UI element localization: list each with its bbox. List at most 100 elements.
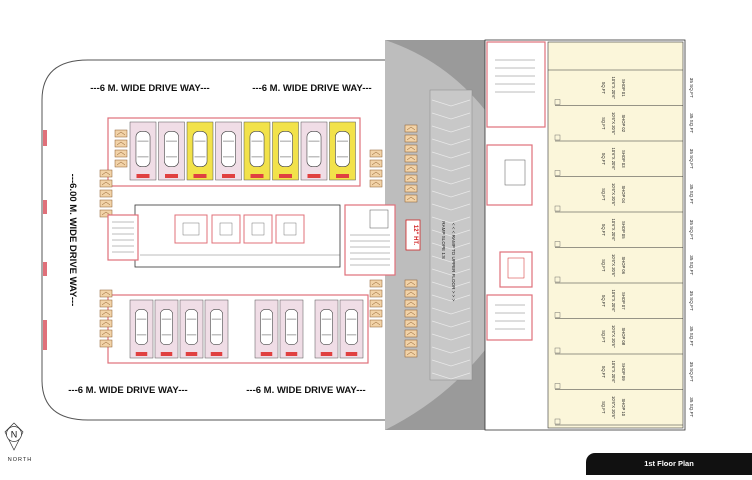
shop-area: SQ.FT — [601, 224, 606, 237]
stall-marker — [320, 352, 333, 356]
bike-parking-icon — [404, 164, 418, 173]
core-room — [243, 214, 273, 244]
stall-marker — [250, 174, 264, 178]
shop-area: SQ.FT — [601, 188, 606, 201]
shop-area: SQ.FT — [601, 117, 606, 130]
lift-block — [486, 144, 533, 206]
bike-parking-icon — [369, 169, 383, 178]
car-icon — [135, 309, 148, 345]
wall-marker — [43, 130, 47, 146]
car-icon — [210, 309, 223, 345]
bike-parking-icon — [369, 159, 383, 168]
shop-size-label: 35 SQ.FT — [689, 326, 694, 346]
car-icon — [306, 131, 322, 167]
shop-size-label: 35 SQ.FT — [689, 78, 694, 98]
car-icon — [285, 309, 298, 345]
stair-left — [107, 214, 139, 261]
stall-marker — [185, 352, 198, 356]
stall-marker — [279, 174, 292, 178]
bike-parking-icon — [369, 289, 383, 298]
toilet-block — [499, 251, 533, 288]
shop-size-label: 35 SQ.FT — [689, 184, 694, 204]
shop-area: SQ.FT — [601, 82, 606, 95]
stall-marker — [222, 174, 235, 178]
drive-way-label-top-right: ---6 M. WIDE DRIVE WAY--- — [252, 83, 371, 94]
shop-door — [554, 276, 561, 283]
shop-door — [554, 418, 561, 425]
shop-dimension: 10'6"X 20'6" — [611, 183, 616, 206]
bike-parking-icon — [404, 289, 418, 298]
shop-area: SQ.FT — [601, 366, 606, 379]
side-parking-left — [99, 129, 128, 348]
car-icon — [135, 131, 151, 167]
shop-dimension: 10'6"X 20'6" — [611, 76, 616, 99]
bike-parking-icon — [404, 174, 418, 183]
drive-way-label-vertical: ---6.00 M. WIDE DRIVE WAY--- — [67, 174, 78, 307]
wall-marker — [43, 262, 47, 276]
bike-parking-icon — [404, 279, 418, 288]
stall-marker — [160, 352, 173, 356]
shop-name: SHOP 07 — [621, 292, 626, 310]
wall-marker — [43, 200, 47, 214]
car-icon — [260, 309, 273, 345]
north-letter: N — [11, 430, 18, 440]
bike-parking-icon — [369, 309, 383, 318]
bike-parking-icon — [404, 184, 418, 193]
bike-parking-icon — [99, 299, 113, 308]
shop-size-label: 35 SQ.FT — [689, 113, 694, 133]
bike-parking-icon — [99, 309, 113, 318]
ht-label: 12" HT. — [412, 225, 418, 246]
core-room — [174, 214, 208, 244]
shop-door — [554, 99, 561, 105]
stair-block-top — [486, 41, 546, 128]
bike-parking-icon — [369, 279, 383, 288]
bike-parking-icon — [99, 199, 113, 208]
car-icon — [345, 309, 358, 345]
bike-parking-icon — [99, 319, 113, 328]
shop-door — [554, 241, 561, 247]
stall-marker — [285, 352, 298, 356]
bike-parking-icon — [404, 329, 418, 338]
shop-size-label: 35 SQ.FT — [689, 291, 694, 311]
bike-parking-icon — [99, 169, 113, 178]
ramp-lane — [429, 89, 473, 381]
shop-dimension: 10'6"X 20'6" — [611, 289, 616, 312]
bike-parking-icon — [99, 189, 113, 198]
stall-marker — [336, 174, 349, 178]
shop-area: SQ.FT — [601, 295, 606, 308]
bike-parking-icon — [404, 319, 418, 328]
bike-parking-icon — [404, 299, 418, 308]
shop-size-label: 35 SQ.FT — [689, 255, 694, 275]
shop-name: SHOP 08 — [621, 327, 626, 345]
shop-name: SHOP 09 — [621, 363, 626, 381]
stair-block-bottom — [486, 294, 533, 341]
shop-dimension: 10'6"X 20'6" — [611, 112, 616, 135]
car-icon — [164, 131, 179, 167]
core-room — [275, 214, 305, 244]
bike-parking-icon — [114, 129, 128, 138]
shop-size-label: 35 SQ.FT — [689, 220, 694, 240]
bike-parking-icon — [99, 289, 113, 298]
car-icon — [320, 309, 333, 345]
stall-marker — [193, 174, 207, 178]
shop-strip — [547, 41, 684, 429]
shop-area: SQ.FT — [601, 401, 606, 414]
stall-marker — [307, 174, 321, 178]
bike-parking-icon — [114, 139, 128, 148]
north-symbol: N — [4, 422, 24, 451]
shop-name: SHOP 04 — [621, 185, 626, 203]
stall-marker — [260, 352, 273, 356]
shop-dimension: 10'6"X 20'6" — [611, 360, 616, 383]
parking-block-top — [107, 117, 361, 187]
shop-size-label: 35 SQ.FT — [689, 149, 694, 169]
drive-way-label-top-left: ---6 M. WIDE DRIVE WAY--- — [90, 83, 209, 94]
bike-parking-icon — [369, 319, 383, 328]
ramp-curve-bottom — [385, 350, 485, 430]
shop-dimension: 10'6"X 20'6" — [611, 396, 616, 419]
shop-dimension: 10'6"X 20'6" — [611, 254, 616, 277]
stall-marker — [345, 352, 358, 356]
side-parking-right — [369, 124, 418, 358]
car-icon — [185, 309, 198, 345]
ramp-curve-top — [385, 40, 485, 110]
